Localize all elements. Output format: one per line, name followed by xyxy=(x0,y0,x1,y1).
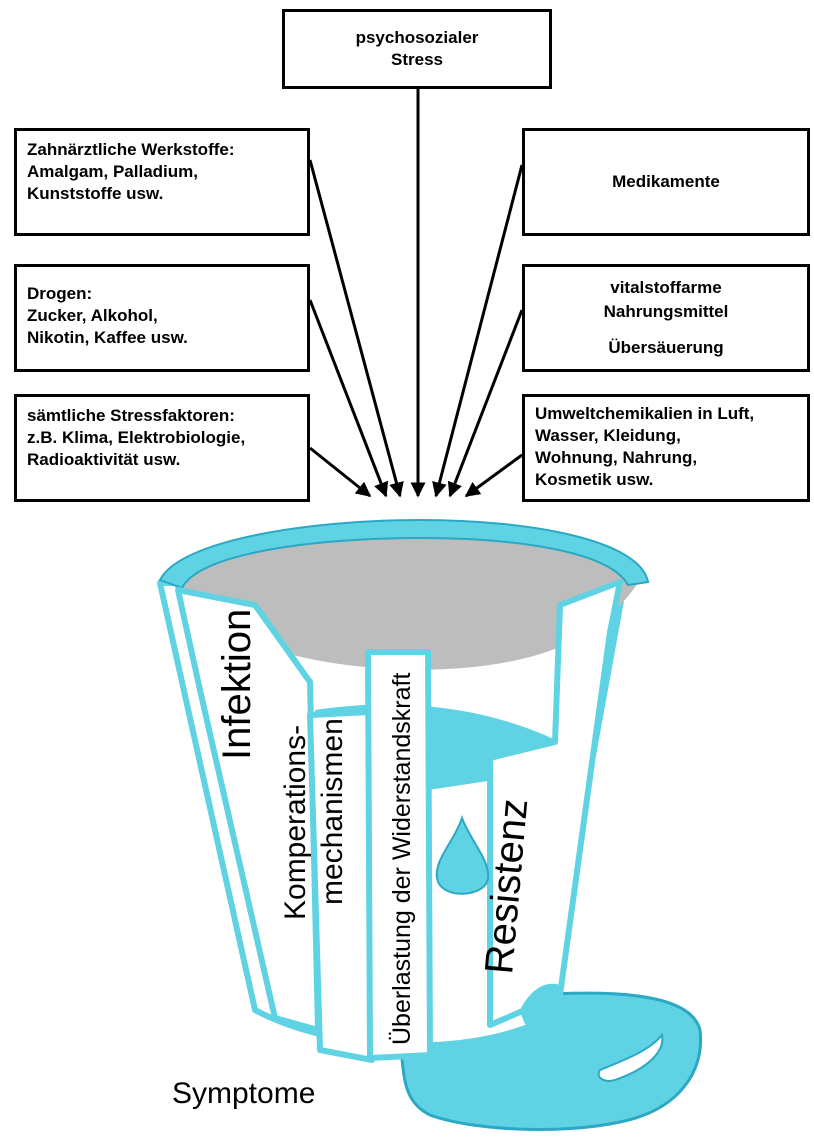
box-line: sämtliche Stressfaktoren: xyxy=(27,406,235,425)
water-surface xyxy=(315,704,556,790)
arrow-drugs xyxy=(308,299,389,498)
box-line: Stress xyxy=(391,50,443,69)
box-nutrition: vitalstoffarme Nahrungsmittel Übersäueru… xyxy=(522,264,810,372)
box-line: psychosozialer xyxy=(355,28,479,47)
puddle-highlight xyxy=(597,1032,664,1082)
box-line xyxy=(525,324,807,336)
box-dental-materials: Zahnärztliche Werkstoffe: Amalgam, Palla… xyxy=(14,128,310,236)
bucket-interior xyxy=(170,528,640,670)
arrow-dental xyxy=(308,159,404,498)
box-medication: Medikamente xyxy=(522,128,810,236)
label-infektion: Infektion xyxy=(215,609,259,760)
puddle xyxy=(398,991,703,1131)
arrow-medication xyxy=(432,164,524,498)
box-line: z.B. Klima, Elektrobiologie, xyxy=(27,428,246,447)
stave-komperation xyxy=(307,709,375,1063)
box-line: Amalgam, Palladium, xyxy=(27,162,198,181)
box-line: Nikotin, Kaffee usw. xyxy=(27,328,188,347)
box-line: Wasser, Kleidung, xyxy=(535,426,681,445)
box-environmental-chemicals: Umweltchemikalien in Luft, Wasser, Kleid… xyxy=(522,394,810,502)
stave-ueberlastung xyxy=(365,649,433,1061)
box-psychosocial-stress: psychosozialer Stress xyxy=(282,9,552,89)
overflow-stream xyxy=(520,983,560,1040)
box-drugs: Drogen: Zucker, Alkohol, Nikotin, Kaffee… xyxy=(14,264,310,372)
puddle-shape xyxy=(398,991,703,1131)
box-line: Wohnung, Nahrung, xyxy=(535,448,698,467)
box-line: Umweltchemikalien in Luft, xyxy=(535,404,755,423)
label-resistenz: Resistenz xyxy=(477,797,536,976)
label-symptome: Symptome xyxy=(172,1077,315,1110)
arrow-nutrition xyxy=(447,309,524,498)
box-line: Kunststoffe usw. xyxy=(27,184,164,203)
water-drop xyxy=(435,814,490,895)
box-line: Nahrungsmittel xyxy=(603,302,729,321)
bucket-rim xyxy=(158,518,650,590)
box-line: Radioaktivität usw. xyxy=(27,450,181,469)
bucket-outer-body xyxy=(157,576,628,1049)
box-line: Drogen: xyxy=(27,284,93,303)
arrows xyxy=(308,89,524,498)
arrow-stress xyxy=(309,446,372,498)
stave-infektion xyxy=(175,587,321,1033)
box-line: Kosmetik usw. xyxy=(535,470,654,489)
box-line: Zahnärztliche Werkstoffe: xyxy=(27,140,235,159)
stave-resistenz xyxy=(487,579,623,1028)
box-stress-factors: sämtliche Stressfaktoren: z.B. Klima, El… xyxy=(14,394,310,502)
label-komperation-2: mechanismen xyxy=(316,718,349,905)
label-komperation-1: Komperations- xyxy=(279,725,312,920)
arrow-environment xyxy=(464,453,523,498)
bucket: Infektion Komperations- mechanismen Über… xyxy=(157,518,650,1063)
box-line: Zucker, Alkohol, xyxy=(27,306,158,325)
box-line: vitalstoffarme xyxy=(610,278,722,297)
box-line: Medikamente xyxy=(612,172,720,191)
label-ueberlastung: Überlastung der Widerstandskraft xyxy=(388,673,416,1045)
stave-short xyxy=(428,765,495,790)
box-line: Übersäuerung xyxy=(608,338,724,357)
